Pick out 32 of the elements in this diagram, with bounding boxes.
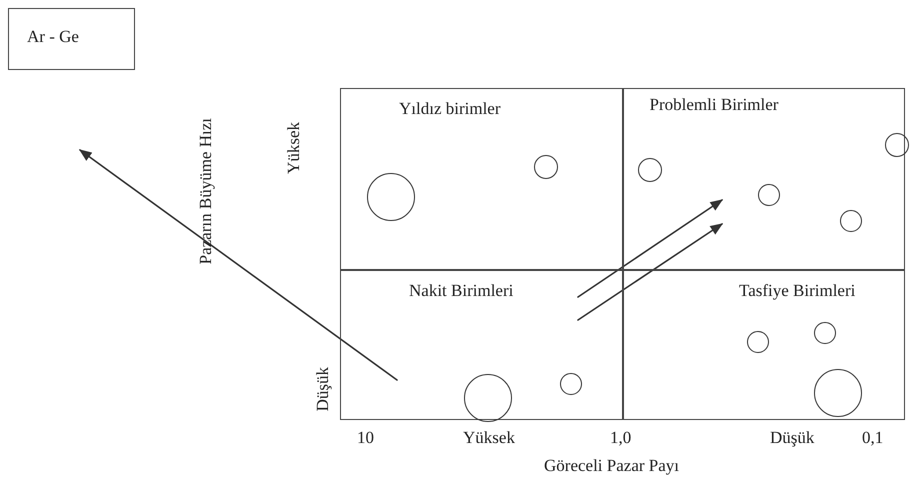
- tick-label: 0,1: [862, 428, 884, 448]
- axis-label: Düşük: [313, 367, 333, 412]
- bubble-circle: [560, 373, 582, 395]
- bubble-circle: [747, 331, 769, 353]
- arrow: [577, 199, 724, 298]
- bubble-circle: [814, 322, 836, 344]
- bubble-circle: [367, 173, 415, 221]
- quadrant-panel: [340, 88, 623, 270]
- box-label: Ar - Ge: [27, 27, 80, 47]
- arrow: [577, 223, 724, 321]
- label-box: [8, 8, 135, 70]
- bubble-circle: [814, 369, 862, 417]
- axis-title: Göreceli Pazar Payı: [544, 456, 679, 476]
- bubble-circle: [464, 374, 512, 422]
- bubble-circle: [534, 155, 558, 179]
- quadrant-panel: [340, 270, 623, 420]
- quadrant-title: Nakit Birimleri: [409, 281, 514, 301]
- quadrant-panel: [623, 270, 905, 420]
- arrow: [78, 149, 398, 381]
- quadrant-title: Tasfiye Birimleri: [739, 281, 856, 301]
- axis-label: Yüksek: [284, 122, 304, 174]
- bubble-circle: [840, 210, 862, 232]
- axis-label: Düşük: [770, 428, 814, 448]
- tick-label: 10: [357, 428, 374, 448]
- tick-label: 1,0: [610, 428, 632, 448]
- bubble-circle: [638, 158, 662, 182]
- axis-label: Yüksek: [463, 428, 515, 448]
- axis-title: Pazarın Büyüme Hızı: [196, 118, 216, 264]
- bubble-circle: [885, 133, 909, 157]
- bubble-circle: [758, 184, 780, 206]
- quadrant-title: Problemli Birimler: [648, 95, 780, 115]
- quadrant-title: Yıldız birimler: [399, 99, 502, 119]
